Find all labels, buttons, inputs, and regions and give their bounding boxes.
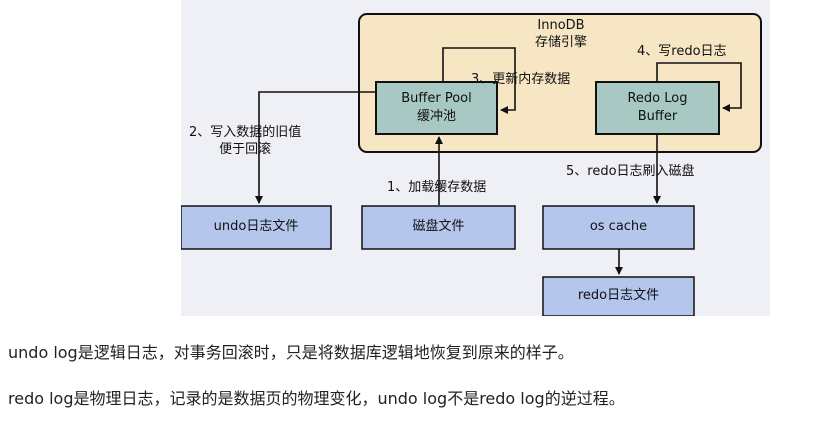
engine-title-line1: InnoDB — [537, 18, 585, 33]
engine-title-line2: 存储引擎 — [534, 35, 587, 50]
step2-label: 2、写入数据的旧值 便于回滚 — [189, 124, 301, 158]
arrow-write-redo — [656, 62, 742, 112]
os-cache-label: os cache — [589, 219, 648, 234]
step4-label: 4、写redo日志 — [637, 44, 727, 59]
redo-log-buffer-label-line2: Buffer — [637, 109, 678, 124]
arrow-write-undo — [255, 91, 376, 204]
step3-label: 3、更新内存数据 — [471, 72, 571, 87]
buffer-pool-label: Buffer Pool 缓冲池 — [376, 90, 497, 126]
redo-log-buffer-label-line1: Redo Log — [627, 91, 688, 106]
step2-label-line1: 2、写入数据的旧值 — [189, 125, 302, 140]
undo-file-label: undo日志文件 — [213, 219, 299, 234]
arrow-update-memory — [442, 47, 516, 114]
disk-file-label: 磁盘文件 — [412, 219, 465, 234]
redo-file-box — [542, 276, 695, 316]
buffer-pool-label-line1: Buffer Pool — [401, 91, 472, 106]
note-redo-log: redo log是物理日志，记录的是数据页的物理变化，undo log不是red… — [8, 389, 625, 408]
step5-label: 5、redo日志刷入磁盘 — [566, 164, 695, 179]
buffer-pool-label-line2: 缓冲池 — [416, 109, 456, 124]
buffer-pool-box — [375, 81, 498, 135]
os-cache-box — [542, 205, 695, 250]
diagram-graphics — [181, 13, 762, 316]
diagram-panel: InnoDB 存储引擎 Buffer Pool 缓冲池 Redo Log Buf… — [181, 0, 770, 316]
undo-file-box — [181, 205, 332, 250]
step2-label-line2: 便于回滚 — [219, 142, 272, 157]
step1-label: 1、加载缓存数据 — [387, 180, 487, 195]
engine-title: InnoDB 存储引擎 — [511, 17, 611, 51]
redo-log-buffer-label: Redo Log Buffer — [596, 90, 719, 126]
redo-file-label: redo日志文件 — [577, 288, 660, 303]
disk-file-box — [361, 205, 516, 250]
note-undo-log: undo log是逻辑日志，对事务回滚时，只是将数据库逻辑地恢复到原来的样子。 — [8, 343, 574, 362]
